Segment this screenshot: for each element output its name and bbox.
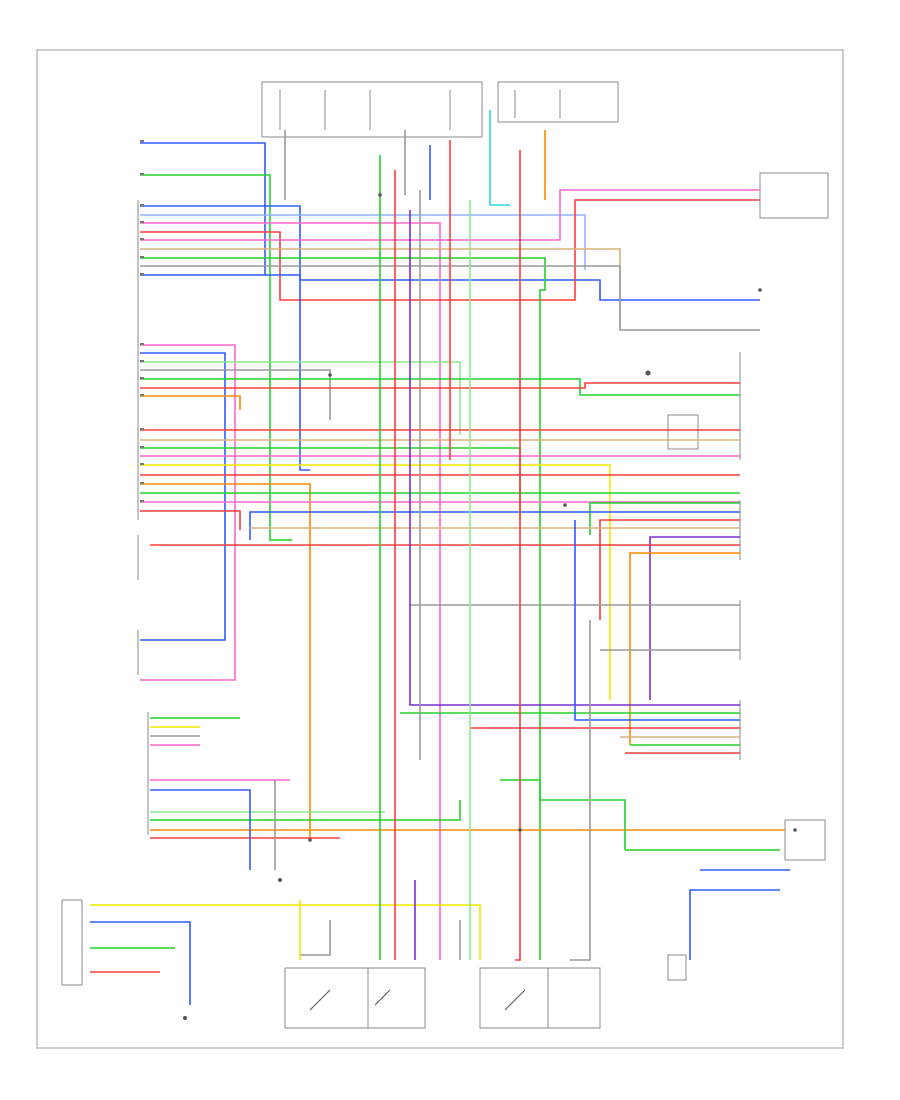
switch-bottom-left [61, 899, 83, 986]
pin-ticks-left [140, 140, 144, 502]
fuse-box-top [261, 81, 619, 138]
wire-group-middle-left [140, 344, 740, 681]
control-module-left [137, 200, 149, 835]
relay-box-bottom-left [284, 967, 426, 1029]
sensor-bottom-right [667, 954, 687, 981]
wire-group-bottom [90, 717, 790, 1005]
wire-group-lower-right [400, 210, 740, 754]
wire-group-vertical [274, 110, 591, 961]
diagram-frame [36, 49, 844, 1049]
splice-points [183, 193, 797, 1020]
relay-box-bottom-right [479, 967, 601, 1029]
right-connectors [667, 172, 829, 861]
wire-group-right-connectors [150, 502, 740, 745]
